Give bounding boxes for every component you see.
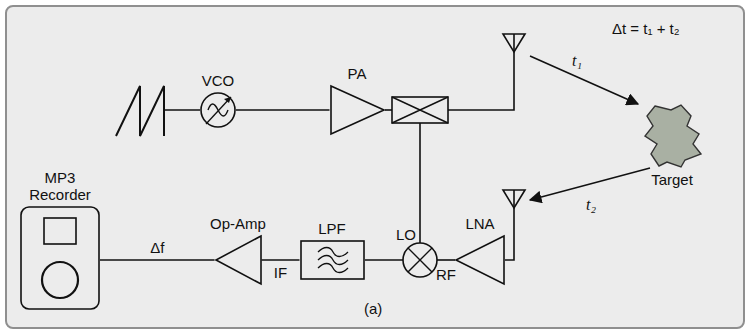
amplifier-symbol bbox=[455, 235, 505, 285]
component-label: MP3 Recorder bbox=[14, 169, 106, 204]
component-label: Op-Amp bbox=[210, 215, 266, 232]
sawtooth-waveform bbox=[116, 86, 164, 136]
panel-frame bbox=[6, 6, 744, 328]
filter-symbol: LPF bbox=[300, 240, 365, 280]
recorder-icon bbox=[20, 206, 100, 310]
target-shape bbox=[641, 104, 703, 168]
time-label: t₂ bbox=[586, 196, 596, 214]
component-label: LNA bbox=[465, 215, 494, 232]
time-label: t₁ bbox=[572, 52, 582, 70]
amplifier-symbol bbox=[215, 235, 262, 285]
wire bbox=[365, 259, 403, 261]
mixer-symbol bbox=[403, 243, 437, 277]
coupler-symbol bbox=[392, 97, 448, 123]
amplifier-symbol: LNA bbox=[455, 235, 505, 285]
filter-symbol bbox=[300, 240, 365, 280]
wire bbox=[419, 123, 421, 243]
wire bbox=[164, 109, 200, 111]
wire bbox=[437, 259, 455, 261]
coupler-cross bbox=[392, 97, 448, 123]
port-label: RF bbox=[436, 266, 456, 283]
signal-wire bbox=[236, 109, 330, 111]
signal-wire bbox=[262, 259, 300, 261]
figure-label: (a) bbox=[364, 300, 382, 317]
component-label: LPF bbox=[318, 220, 346, 237]
mixer-cross bbox=[408, 248, 432, 272]
component-label: VCO bbox=[202, 72, 235, 89]
delay-equation: Δt = t₁ + t₂ bbox=[612, 20, 680, 37]
vco-symbol: VCO bbox=[200, 92, 236, 128]
transmit-arrow bbox=[530, 56, 638, 104]
echo-arrow bbox=[530, 168, 650, 200]
tx-antenna-symbol bbox=[503, 34, 525, 52]
signal-label: Δf bbox=[148, 239, 166, 256]
recorder-icon: MP3 Recorder bbox=[20, 206, 100, 310]
port-label: LO bbox=[396, 226, 416, 243]
rx-antenna-symbol bbox=[503, 190, 525, 208]
signal-label: IF bbox=[272, 264, 289, 281]
wire bbox=[448, 34, 514, 110]
vco-symbol bbox=[200, 92, 236, 128]
amplifier-symbol: PA bbox=[330, 85, 385, 135]
component-label: Target bbox=[651, 171, 693, 188]
component-label: PA bbox=[348, 65, 367, 82]
wire bbox=[385, 109, 392, 111]
signal-wire bbox=[100, 259, 215, 261]
target-shape: Target bbox=[641, 104, 703, 168]
amplifier-symbol: Op-Amp bbox=[215, 235, 262, 285]
amplifier-symbol bbox=[330, 85, 385, 135]
